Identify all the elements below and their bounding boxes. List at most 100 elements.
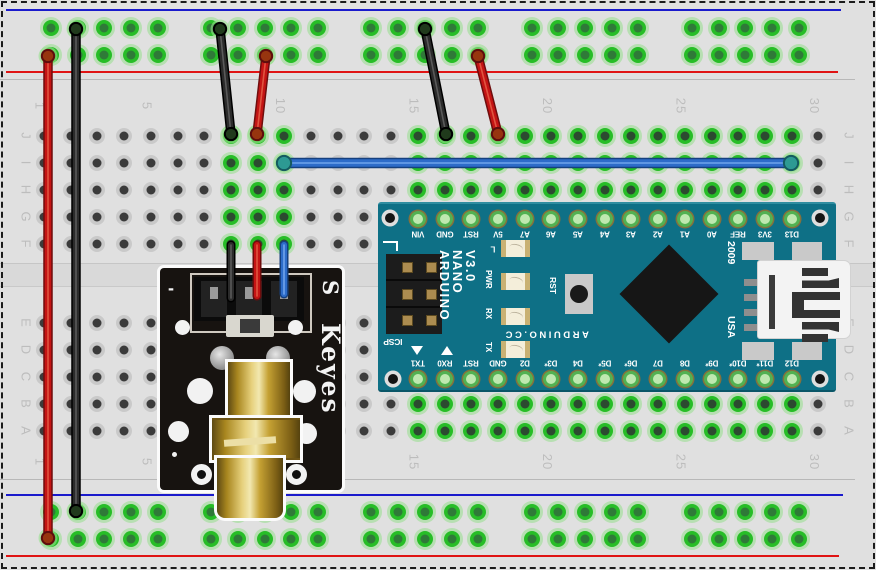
pin-A1[interactable] [679, 213, 690, 224]
rail-hole-top-minus-16[interactable] [447, 50, 456, 60]
rail-hole-bot-minus-15[interactable] [420, 534, 430, 544]
rail-hole-bot-plus-7[interactable] [206, 507, 216, 517]
hole-J13[interactable] [359, 131, 369, 141]
hole-G6[interactable] [173, 212, 182, 222]
hole-H17[interactable] [466, 185, 476, 195]
rail-hole-bot-minus-5[interactable] [153, 534, 163, 544]
hole-G12[interactable] [333, 212, 343, 222]
hole-I4[interactable] [119, 158, 129, 168]
pin-RST[interactable] [466, 374, 477, 384]
wire-red-jumper-b-end[interactable] [470, 48, 486, 64]
hole-D4[interactable] [119, 345, 129, 355]
icsp-header[interactable] [386, 254, 442, 334]
wire-blue-signal-end[interactable] [275, 154, 293, 172]
rail-hole-bot-plus-16[interactable] [447, 507, 456, 517]
hole-D13[interactable] [359, 345, 369, 355]
pin-RST[interactable] [466, 213, 477, 224]
wire-red-jumper-b[interactable] [468, 46, 508, 144]
hole-H6[interactable] [173, 185, 182, 195]
hole-H20[interactable] [546, 185, 556, 195]
rail-hole-top-plus-17[interactable] [473, 23, 483, 33]
rail-hole-top-minus-28[interactable] [767, 50, 777, 60]
hole-H18[interactable] [493, 185, 503, 195]
hole-B22[interactable] [600, 399, 610, 409]
rail-hole-bot-plus-4[interactable] [126, 507, 136, 517]
hole-C5[interactable] [146, 372, 156, 382]
rail-hole-bot-minus-11[interactable] [313, 534, 323, 544]
rail-hole-bot-plus-14[interactable] [393, 507, 403, 517]
hole-H8[interactable] [226, 185, 236, 195]
rail-hole-top-plus-27[interactable] [740, 23, 750, 33]
hole-J23[interactable] [626, 131, 636, 141]
pin-REF[interactable] [733, 213, 744, 224]
hole-F3[interactable] [92, 239, 102, 249]
rail-hole-top-plus-14[interactable] [393, 23, 403, 33]
hole-I6[interactable] [173, 158, 182, 168]
hole-I5[interactable] [146, 158, 156, 168]
pin-GND[interactable] [439, 213, 450, 224]
hole-A22[interactable] [600, 426, 610, 436]
hole-I2[interactable] [66, 158, 76, 168]
rail-hole-top-plus-9[interactable] [260, 23, 270, 33]
rail-hole-top-minus-7[interactable] [206, 50, 216, 60]
rail-hole-top-plus-5[interactable] [153, 23, 163, 33]
rail-hole-bot-minus-14[interactable] [393, 534, 403, 544]
hole-A19[interactable] [520, 426, 530, 436]
hole-G8[interactable] [226, 212, 236, 222]
hole-B20[interactable] [546, 399, 556, 409]
rail-hole-bot-minus-19[interactable] [527, 534, 537, 544]
wire-black-jumper-b[interactable] [415, 19, 456, 144]
hole-F13[interactable] [359, 239, 369, 249]
rail-hole-top-plus-26[interactable] [714, 23, 723, 33]
rail-hole-top-plus-1[interactable] [46, 23, 56, 33]
hole-B5[interactable] [146, 399, 156, 409]
hole-H28[interactable] [760, 185, 770, 195]
rail-hole-top-plus-20[interactable] [553, 23, 563, 33]
rail-hole-bot-minus-7[interactable] [206, 534, 216, 544]
rail-hole-top-plus-11[interactable] [313, 23, 323, 33]
hole-B29[interactable] [787, 399, 797, 409]
hole-H26[interactable] [707, 185, 716, 195]
rail-hole-bot-minus-28[interactable] [767, 534, 777, 544]
hole-B27[interactable] [733, 399, 743, 409]
hole-A20[interactable] [546, 426, 556, 436]
rail-hole-bot-plus-29[interactable] [794, 507, 804, 517]
hole-H15[interactable] [413, 185, 423, 195]
pin-A2[interactable] [653, 213, 664, 224]
rail-hole-bot-minus-25[interactable] [687, 534, 697, 544]
wire-black-jumper-a[interactable] [210, 19, 241, 144]
hole-J12[interactable] [333, 131, 343, 141]
rail-hole-bot-plus-25[interactable] [687, 507, 697, 517]
hole-A26[interactable] [707, 426, 716, 436]
hole-G9[interactable] [253, 212, 263, 222]
hole-J21[interactable] [573, 131, 583, 141]
wire-red-jumper-a-end[interactable] [258, 48, 274, 64]
rail-hole-bot-minus-2[interactable] [73, 534, 83, 544]
hole-A27[interactable] [733, 426, 743, 436]
rail-hole-top-minus-29[interactable] [794, 50, 804, 60]
hole-B25[interactable] [680, 399, 690, 409]
hole-C13[interactable] [359, 372, 369, 382]
rail-hole-bot-plus-17[interactable] [473, 507, 483, 517]
wire-red-jumper-a[interactable] [247, 46, 276, 144]
hole-B16[interactable] [440, 399, 449, 409]
rail-hole-bot-minus-26[interactable] [714, 534, 723, 544]
rail-hole-bot-minus-16[interactable] [447, 534, 456, 544]
hole-H4[interactable] [119, 185, 129, 195]
top-rail-red-line[interactable] [6, 71, 838, 73]
hole-G3[interactable] [92, 212, 102, 222]
rail-hole-top-minus-14[interactable] [393, 50, 403, 60]
wire-blue-signal[interactable] [274, 153, 801, 173]
rail-hole-top-minus-8[interactable] [233, 50, 243, 60]
pin-D8[interactable] [679, 374, 690, 384]
hole-A4[interactable] [119, 426, 129, 436]
hole-H3[interactable] [92, 185, 102, 195]
pin-D3[interactable] [546, 374, 557, 384]
rail-hole-bot-minus-3[interactable] [99, 534, 109, 544]
hole-B24[interactable] [653, 399, 663, 409]
hole-A17[interactable] [466, 426, 476, 436]
rail-hole-top-minus-15[interactable] [420, 50, 430, 60]
hole-J29[interactable] [787, 131, 797, 141]
hole-J4[interactable] [119, 131, 129, 141]
rail-hole-bot-plus-11[interactable] [313, 507, 323, 517]
